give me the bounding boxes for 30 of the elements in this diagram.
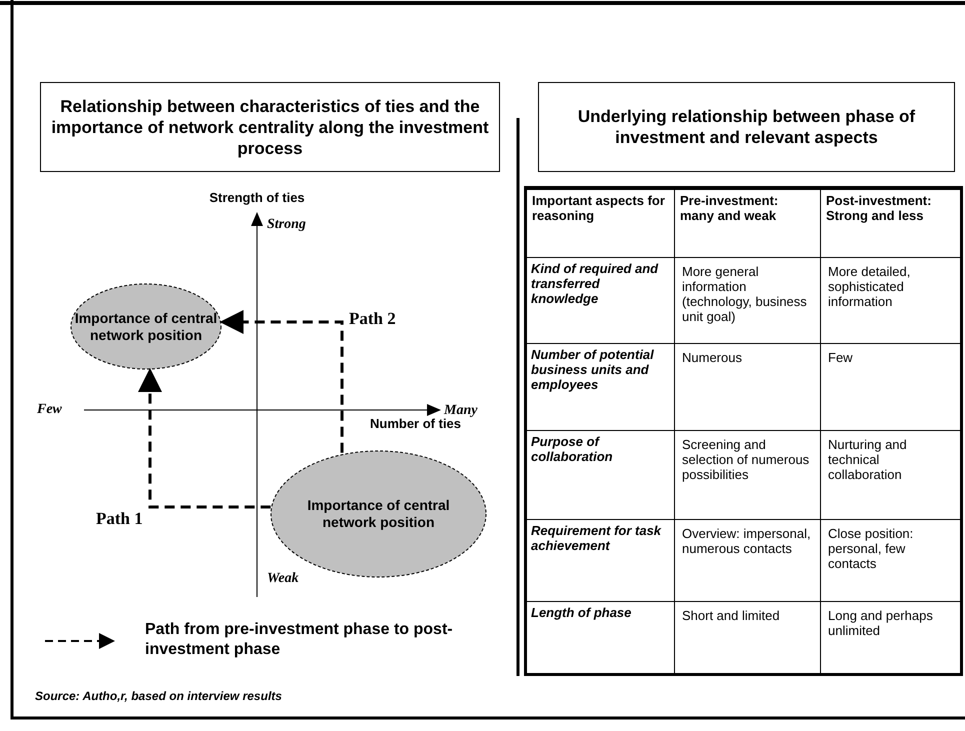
table-cell: Short and limited — [675, 602, 821, 674]
axis-title: Number of ties — [370, 416, 462, 431]
row-header-cell: Purpose of collaboration — [527, 431, 675, 520]
axis-end-label: Strong — [267, 217, 306, 233]
table-cell: More detailed, sophisticated information — [821, 258, 960, 344]
row-header-cell: Kind of required and transferred knowledge — [527, 258, 675, 344]
table-cell: Numerous — [675, 344, 821, 431]
table-cell: Overview: impersonal, numerous contacts — [675, 520, 821, 602]
header-cell: Post-investment: Strong and less — [821, 190, 960, 258]
table-cell: More general information (technology, business unit goal) — [675, 258, 821, 344]
dashed-arrow — [138, 368, 271, 508]
header-cell: Pre-investment: many and weak — [675, 190, 821, 258]
axis-title: Strength of ties — [209, 190, 305, 205]
source-note: Source: Autho,r, based on interview results — [35, 689, 282, 703]
table-cell-text: Long and perhaps unlimited — [827, 607, 934, 640]
title-box: Underlying relationship between phase of investment and relevant aspects — [538, 82, 955, 172]
table-cell: Close position: personal, few contacts — [821, 520, 960, 602]
axis-end-label: Few — [37, 402, 62, 418]
axis-end-label: Many — [444, 403, 478, 418]
row-header-cell: Requirement for task achievement — [527, 520, 675, 602]
table-cell: Few — [821, 344, 960, 431]
title-box: Relationship between characteristics of ties and the importance of network centrality along the investment process — [40, 82, 500, 172]
header-cell: Important aspects for reasoning — [527, 190, 675, 258]
table-cell: Nurturing and technical collaboration — [821, 431, 960, 520]
ellipse-node: Importance of central network position — [70, 283, 222, 370]
legend-text: Path from pre-investment phase to post-investment phase — [145, 620, 454, 660]
row-header-cell: Length of phase — [527, 602, 675, 674]
table-cell: Screening and selection of numerous possibilities — [675, 431, 821, 520]
row-header-cell: Number of potential business units and employees — [527, 344, 675, 431]
dashed-arrow — [220, 310, 344, 453]
